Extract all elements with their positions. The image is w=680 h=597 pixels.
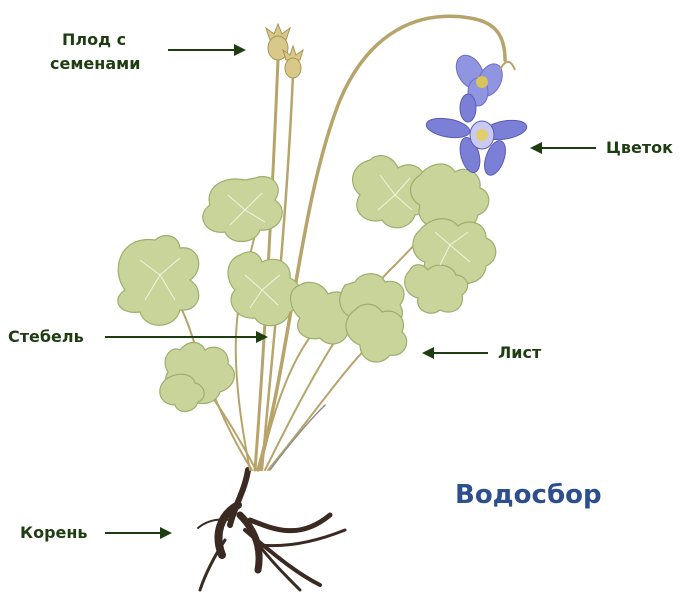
plant-leaves <box>118 156 496 412</box>
root-arrow <box>105 527 172 539</box>
fruit-label-line2: семенами <box>50 54 140 74</box>
flower-arrow <box>530 142 596 154</box>
flower-upper <box>451 50 508 106</box>
leaf-label: Лист <box>498 343 541 363</box>
stem-arrow <box>105 331 268 343</box>
plant-roots <box>198 470 345 590</box>
leaf-arrow <box>422 347 488 359</box>
flowers <box>425 50 528 178</box>
plant-title: Водосбор <box>455 480 602 510</box>
flower-label: Цветок <box>606 138 673 158</box>
root-label: Корень <box>20 523 88 543</box>
fruit-arrow <box>168 44 246 56</box>
seed-capsules <box>266 24 303 78</box>
stem-label: Стебель <box>8 327 84 347</box>
fruit-label-line1: Плод с <box>62 30 126 50</box>
